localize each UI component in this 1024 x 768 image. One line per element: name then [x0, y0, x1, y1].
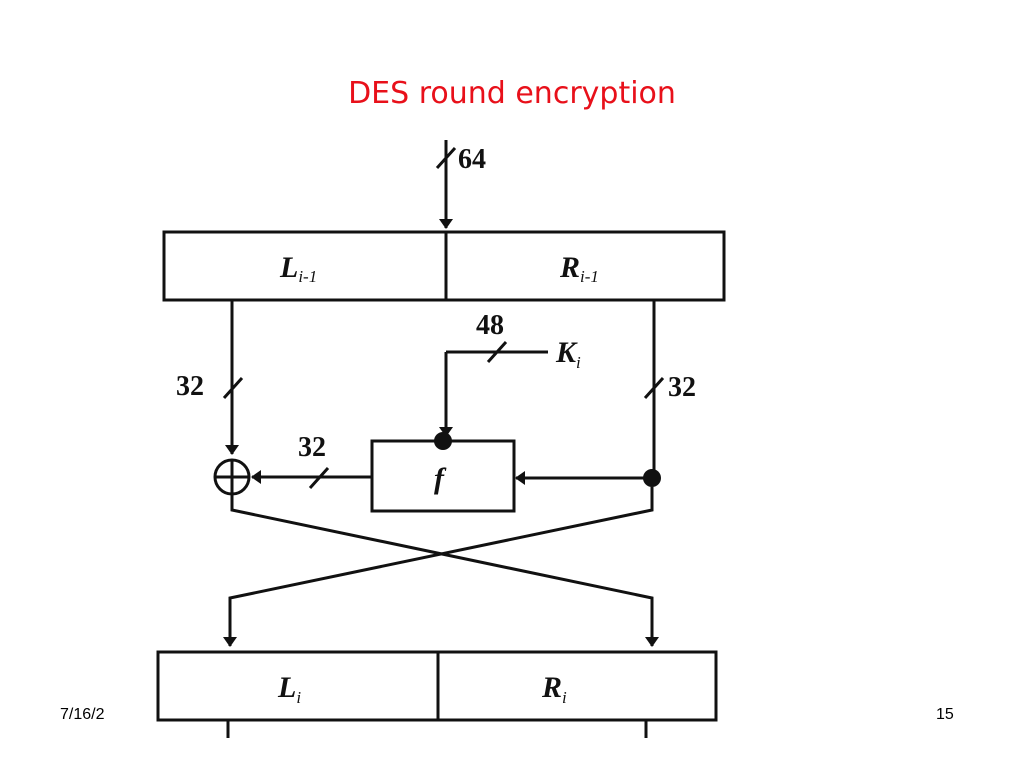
slide-number: 15 [936, 706, 954, 723]
right-to-left-cross [223, 487, 654, 647]
left-bit-tick [222, 376, 244, 400]
right-bit-tick [643, 376, 665, 400]
top-register-box [162, 230, 726, 302]
key-junction-dot [434, 432, 452, 450]
top-right-register-label: Ri-1 [559, 251, 599, 286]
xor-to-right-cross [230, 494, 659, 647]
key-bit-tick [486, 340, 508, 364]
key-bits-label: 48 [476, 310, 504, 341]
f-function-label: f [434, 462, 447, 495]
f-output-bits-label: 32 [298, 432, 326, 463]
f-output-bit-tick [308, 466, 330, 490]
slide-title: DES round encryption [348, 76, 676, 111]
top-left-register-label: Li-1 [279, 251, 317, 286]
xor-icon [213, 458, 251, 496]
bottom-right-register-label: Ri [541, 671, 567, 707]
right-bits-label: 32 [668, 372, 696, 403]
input-bit-tick [435, 146, 457, 170]
footer-date: 7/16/2 [60, 706, 105, 723]
input-bits-label: 64 [458, 144, 486, 175]
key-label: Ki [555, 336, 581, 372]
bottom-left-register-label: Li [277, 671, 301, 707]
left-bits-label: 32 [176, 371, 204, 402]
